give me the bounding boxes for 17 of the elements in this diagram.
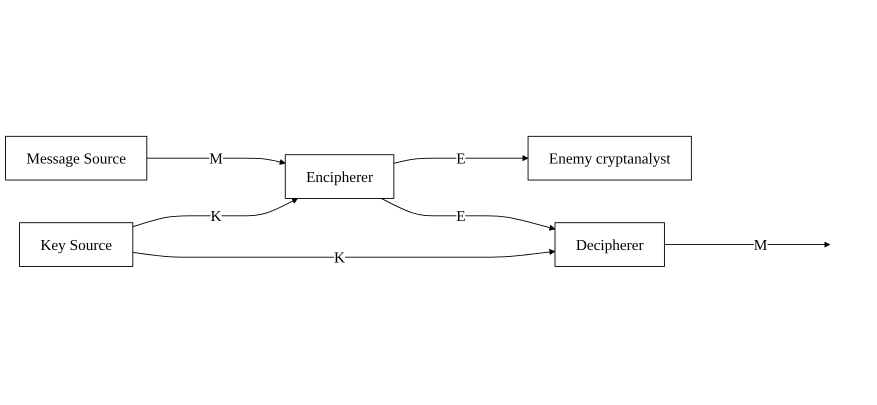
node-box: Message Source (5, 136, 148, 180)
arrow (664, 242, 830, 248)
edge-label: E (456, 207, 466, 224)
arrow (393, 155, 528, 164)
arrow (132, 198, 298, 228)
node-box: Decipherer (554, 222, 665, 267)
arrow (146, 158, 286, 165)
edge-label: E (456, 150, 466, 167)
edge-label: M (754, 236, 768, 254)
edge-label: K (210, 207, 222, 224)
edge-label: M (209, 150, 223, 167)
node-box: Key Source (19, 222, 134, 267)
node-box: Enemy cryptanalyst (528, 136, 692, 180)
arrow (132, 248, 556, 258)
arrow (380, 198, 556, 231)
node-box: Encipherer (284, 154, 394, 199)
edge-label: K (334, 248, 346, 266)
